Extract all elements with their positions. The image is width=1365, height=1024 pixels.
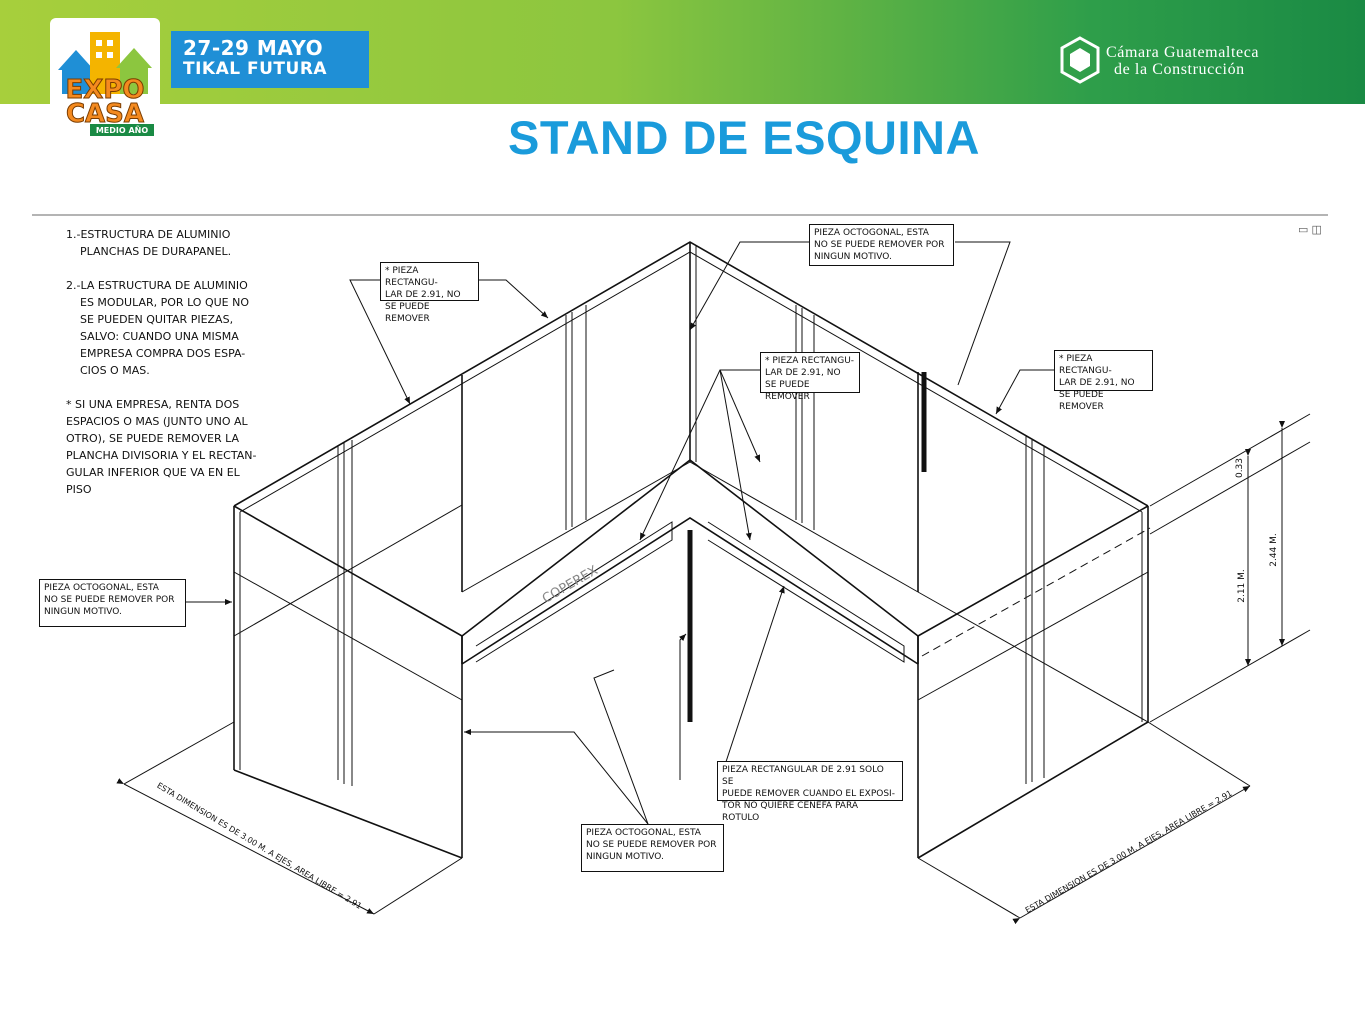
note-1-line-1: 1.-ESTRUCTURA DE ALUMINIO xyxy=(66,228,231,241)
org-line-2: de la Construcción xyxy=(1114,61,1245,78)
callout-line: SE PUEDE REMOVER xyxy=(765,380,810,402)
callout-rect-center: * PIEZA RECTANGU- LAR DE 2.91, NO SE PUE… xyxy=(760,352,860,402)
callout-line: NINGUN MOTIVO. xyxy=(586,852,664,862)
minimize-icon[interactable]: ▭ xyxy=(1298,224,1309,236)
callout-line: LAR DE 2.91, NO xyxy=(765,368,841,378)
note-2-line-2: ES MODULAR, POR LO QUE NO xyxy=(80,296,250,309)
dim-211: 2.11 M. xyxy=(1237,569,1247,603)
top-outer-edge-inner xyxy=(239,251,1143,513)
org-name: Cámara Guatemalteca de la Construcción xyxy=(1106,44,1259,78)
expo-casa-logo: EXPO CASA MEDIO AÑO xyxy=(50,18,160,140)
callout-rect-left: * PIEZA RECTANGU- LAR DE 2.91, NO SE PUE… xyxy=(380,262,479,324)
note-2-line-3: SE PUEDEN QUITAR PIEZAS, xyxy=(80,313,234,326)
dim-left-label: ESTA DIMENSION ES DE 3.00 M. A EJES, ARE… xyxy=(155,781,363,911)
org-line-1: Cámara Guatemalteca xyxy=(1106,44,1260,61)
callout-line: * PIEZA RECTANGU- xyxy=(765,356,855,366)
dim-244: 2.44 M. xyxy=(1269,533,1279,567)
logo-ribbon-text: MEDIO AÑO xyxy=(96,125,149,135)
restore-icon[interactable]: ◫ xyxy=(1311,224,1322,236)
bottom-left-edge xyxy=(233,769,463,859)
callout-line: NO SE PUEDE REMOVER POR xyxy=(814,240,945,250)
note-3-line-6: PISO xyxy=(66,483,92,496)
callout-line: * PIEZA RECTANGU- xyxy=(385,266,438,288)
dim-right-label: ESTA DIMENSION ES DE 3.00 M. A EJES, ARE… xyxy=(1024,789,1234,915)
callout-rect-right: * PIEZA RECTANGU- LAR DE 2.91, NO SE PUE… xyxy=(1054,350,1153,412)
callout-line: PUEDE REMOVER CUANDO EL EXPOSI- xyxy=(722,789,895,799)
note-3-line-3: OTRO), SE PUEDE REMOVER LA xyxy=(66,432,240,445)
callout-oct-left: PIEZA OCTOGONAL, ESTA NO SE PUEDE REMOVE… xyxy=(39,579,186,627)
dimension-lines xyxy=(116,413,1311,925)
note-2-line-6: CIOS O MAS. xyxy=(80,364,150,377)
callout-line: NINGUN MOTIVO. xyxy=(814,252,892,262)
note-3-line-1: * SI UNA EMPRESA, RENTA DOS xyxy=(66,398,240,411)
bottom-right-edge xyxy=(917,721,1149,859)
note-2-line-4: SALVO: CUANDO UNA MISMA xyxy=(80,330,239,343)
org-logo-icon xyxy=(1060,36,1100,84)
callout-line: NO SE PUEDE REMOVER POR xyxy=(44,595,175,605)
callout-rect-bottom: PIEZA RECTANGULAR DE 2.91 SOLO SE PUEDE … xyxy=(717,761,903,823)
callout-line: LAR DE 2.91, NO xyxy=(385,290,461,300)
dim-033: 0.33 xyxy=(1235,458,1245,478)
callout-line: TOR NO QUIERE CENEFA PARA ROTULO xyxy=(722,801,858,823)
callout-line: LAR DE 2.91, NO xyxy=(1059,378,1135,388)
callout-line: NINGUN MOTIVO. xyxy=(44,607,122,617)
callout-oct-bottom: PIEZA OCTOGONAL, ESTA NO SE PUEDE REMOVE… xyxy=(581,824,724,872)
note-2-line-5: EMPRESA COMPRA DOS ESPA- xyxy=(80,347,246,360)
callout-line: PIEZA OCTOGONAL, ESTA xyxy=(586,828,701,838)
note-2-line-1: 2.-LA ESTRUCTURA DE ALUMINIO xyxy=(66,279,248,292)
leader-lines xyxy=(186,241,1055,825)
event-date-box: 27-29 MAYO TIKAL FUTURA xyxy=(171,31,369,88)
callout-line: * PIEZA RECTANGU- xyxy=(1059,354,1112,376)
window-controls: ▭ ◫ xyxy=(1298,223,1322,236)
logo-expo-text: EXPO xyxy=(66,75,145,105)
callout-line: SE PUEDE REMOVER xyxy=(1059,390,1104,412)
note-3-line-2: ESPACIOS O MAS (JUNTO UNO AL xyxy=(66,415,248,428)
event-venue: TIKAL FUTURA xyxy=(183,59,328,79)
page-title: STAND DE ESQUINA xyxy=(508,111,980,164)
note-1-line-2: PLANCHAS DE DURAPANEL. xyxy=(80,245,232,258)
note-3-line-4: PLANCHA DIVISORIA Y EL RECTAN- xyxy=(66,449,257,462)
callout-line: PIEZA OCTOGONAL, ESTA xyxy=(44,583,159,593)
stand-structure xyxy=(233,241,1151,859)
callout-oct-top: PIEZA OCTOGONAL, ESTA NO SE PUEDE REMOVE… xyxy=(809,224,954,266)
top-right-return xyxy=(917,505,1149,637)
event-dates: 27-29 MAYO xyxy=(183,36,324,60)
top-outer-edge xyxy=(233,241,1149,507)
callout-line: PIEZA RECTANGULAR DE 2.91 SOLO SE xyxy=(722,765,884,787)
notes-block: 1.-ESTRUCTURA DE ALUMINIO PLANCHAS DE DU… xyxy=(66,226,256,498)
note-3-line-5: GULAR INFERIOR QUE VA EN EL xyxy=(66,466,240,479)
callout-line: SE PUEDE REMOVER xyxy=(385,302,430,324)
callout-line: PIEZA OCTOGONAL, ESTA xyxy=(814,228,929,238)
fascia-bottom xyxy=(461,517,919,665)
callout-line: NO SE PUEDE REMOVER POR xyxy=(586,840,717,850)
